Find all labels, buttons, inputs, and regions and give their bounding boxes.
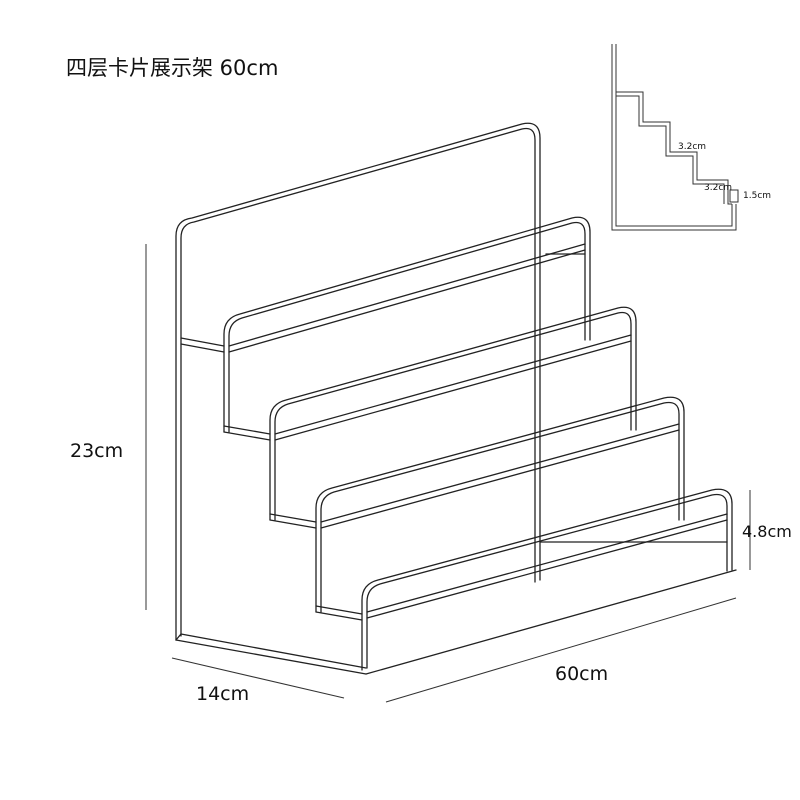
lip-height-marker [729, 189, 739, 203]
step-height-label-1: 3.2cm [678, 142, 707, 152]
base-plate [175, 569, 737, 675]
step-height-label-2: 3.2cm [704, 183, 733, 193]
tier-3-shelf [269, 396, 685, 613]
tier-4-shelf [315, 488, 733, 671]
tier-1-shelf [180, 216, 591, 433]
front-lip-label: 4.8cm [742, 522, 792, 541]
profile-side-view [611, 44, 739, 231]
diagram-title: 四层卡片展示架 60cm [66, 56, 279, 80]
height-label: 23cm [70, 440, 124, 462]
tier-2-shelf [223, 306, 637, 521]
depth-label: 14cm [196, 683, 250, 705]
back-panel [175, 122, 541, 641]
width-dimension-line [385, 597, 737, 703]
depth-dimension-line [171, 657, 345, 699]
lip-height-label: 1.5cm [743, 191, 772, 201]
width-label: 60cm [555, 663, 609, 685]
